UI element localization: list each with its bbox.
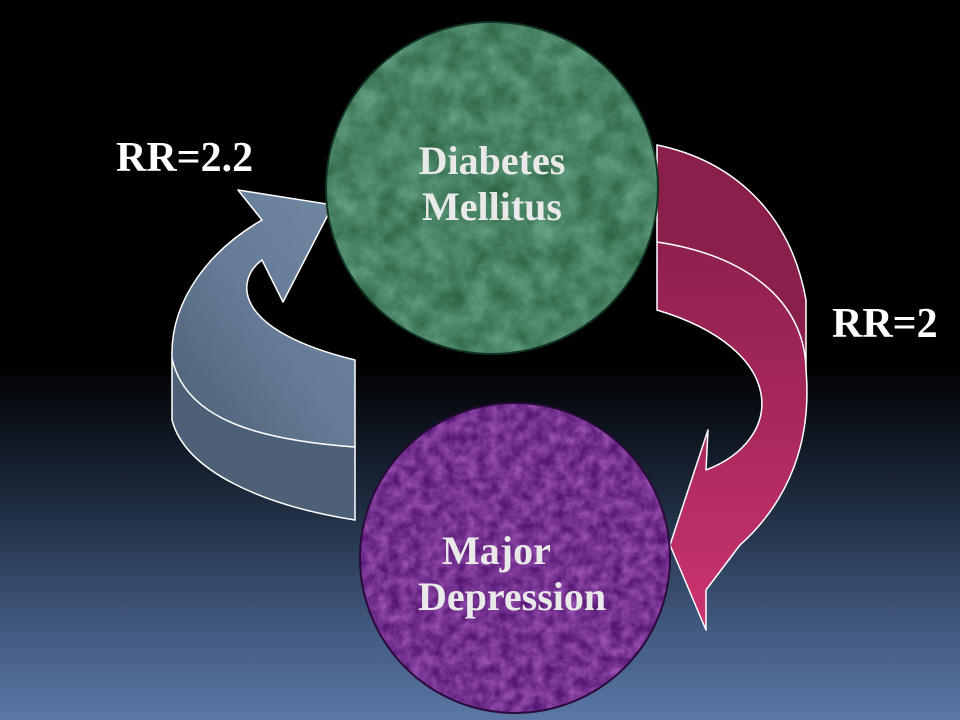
depression-label: Major Depression	[400, 528, 660, 620]
depression-label-line2: Depression	[418, 574, 607, 619]
diabetes-label-line1: Diabetes	[418, 138, 566, 183]
arrow-diabetes-to-depression	[656, 144, 808, 631]
diabetes-label: Diabetes Mellitus	[392, 138, 592, 230]
depression-label-line1: Major	[442, 528, 551, 573]
arrow-depression-to-diabetes	[171, 189, 356, 521]
diabetes-node	[325, 21, 659, 355]
diabetes-label-line2: Mellitus	[422, 184, 562, 229]
rr-left-label: RR=2.2	[116, 135, 254, 181]
rr-right-label: RR=2	[832, 301, 938, 347]
depression-node	[359, 402, 671, 714]
